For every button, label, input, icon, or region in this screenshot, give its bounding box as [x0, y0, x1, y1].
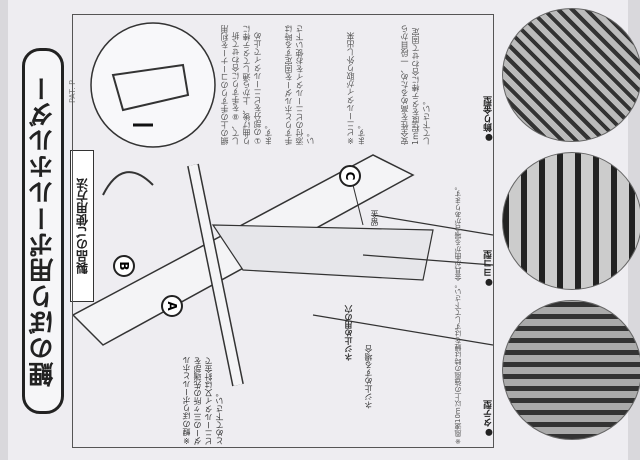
- screw-note: ネジ止めする場合: [364, 345, 373, 409]
- label-c: C: [339, 165, 361, 187]
- label-b: B: [113, 255, 135, 277]
- label-a: A: [161, 295, 183, 317]
- photo-horizontal-type: [502, 152, 640, 290]
- holder-detail: [111, 63, 190, 112]
- photo-decorative-type: [502, 8, 640, 142]
- holder-diagram: [73, 22, 493, 387]
- caution-text: 安全性を高めるため、一段目から1m程度をタテ棒に合わせて固定して下さい。: [400, 25, 431, 145]
- instruction-sheet: 鯉のぼり用ポールホルダー PAT. P 製品のご使用方法 B A C 留金 ネジ…: [8, 0, 640, 460]
- rotate-arrow-icon: [102, 171, 154, 196]
- clasp-label: 留金: [370, 210, 379, 226]
- caption-vertical: ●タテ型: [484, 400, 494, 437]
- diagram-frame: B A C 留金 ネジ止め用の穴 ネジ止めする場合 ※鯉のぼりポールとホルダーの…: [72, 14, 494, 448]
- instruction-3: ※ビニールタイが取り外し出来ます。: [346, 32, 366, 145]
- bottom-note: ※鯉のぼりポールとホルダーの三ヶ所の先端部をビニールタイ又は針金でとめて下さい。: [182, 356, 224, 445]
- detail-inset: [90, 22, 216, 148]
- caption-horizontal: ●ヨコ型: [484, 250, 494, 287]
- photo-note: ※風速10m以上の強風の時は鯉をはずして下さい。金具が曲がる場合があります。: [454, 183, 462, 445]
- caption-decorative: ●飾り金型: [484, 96, 494, 142]
- instruction-2: 手すりとホルダーを固定する時は添付のビニールタイをお使い下さい。: [284, 25, 315, 145]
- product-title: 鯉のぼり用ポールホルダー: [22, 48, 64, 414]
- screw-hole-label: ネジ止め用の穴: [344, 305, 353, 361]
- instruction-1: 網の上の手すりのコーナーを利用して、⑧を手すりに合わせて折り曲げ後、上から通して…: [220, 25, 273, 145]
- net-panel: [211, 224, 434, 281]
- photo-vertical-type: [502, 300, 640, 440]
- leader-line: [352, 184, 364, 226]
- railing-lines: [312, 214, 493, 346]
